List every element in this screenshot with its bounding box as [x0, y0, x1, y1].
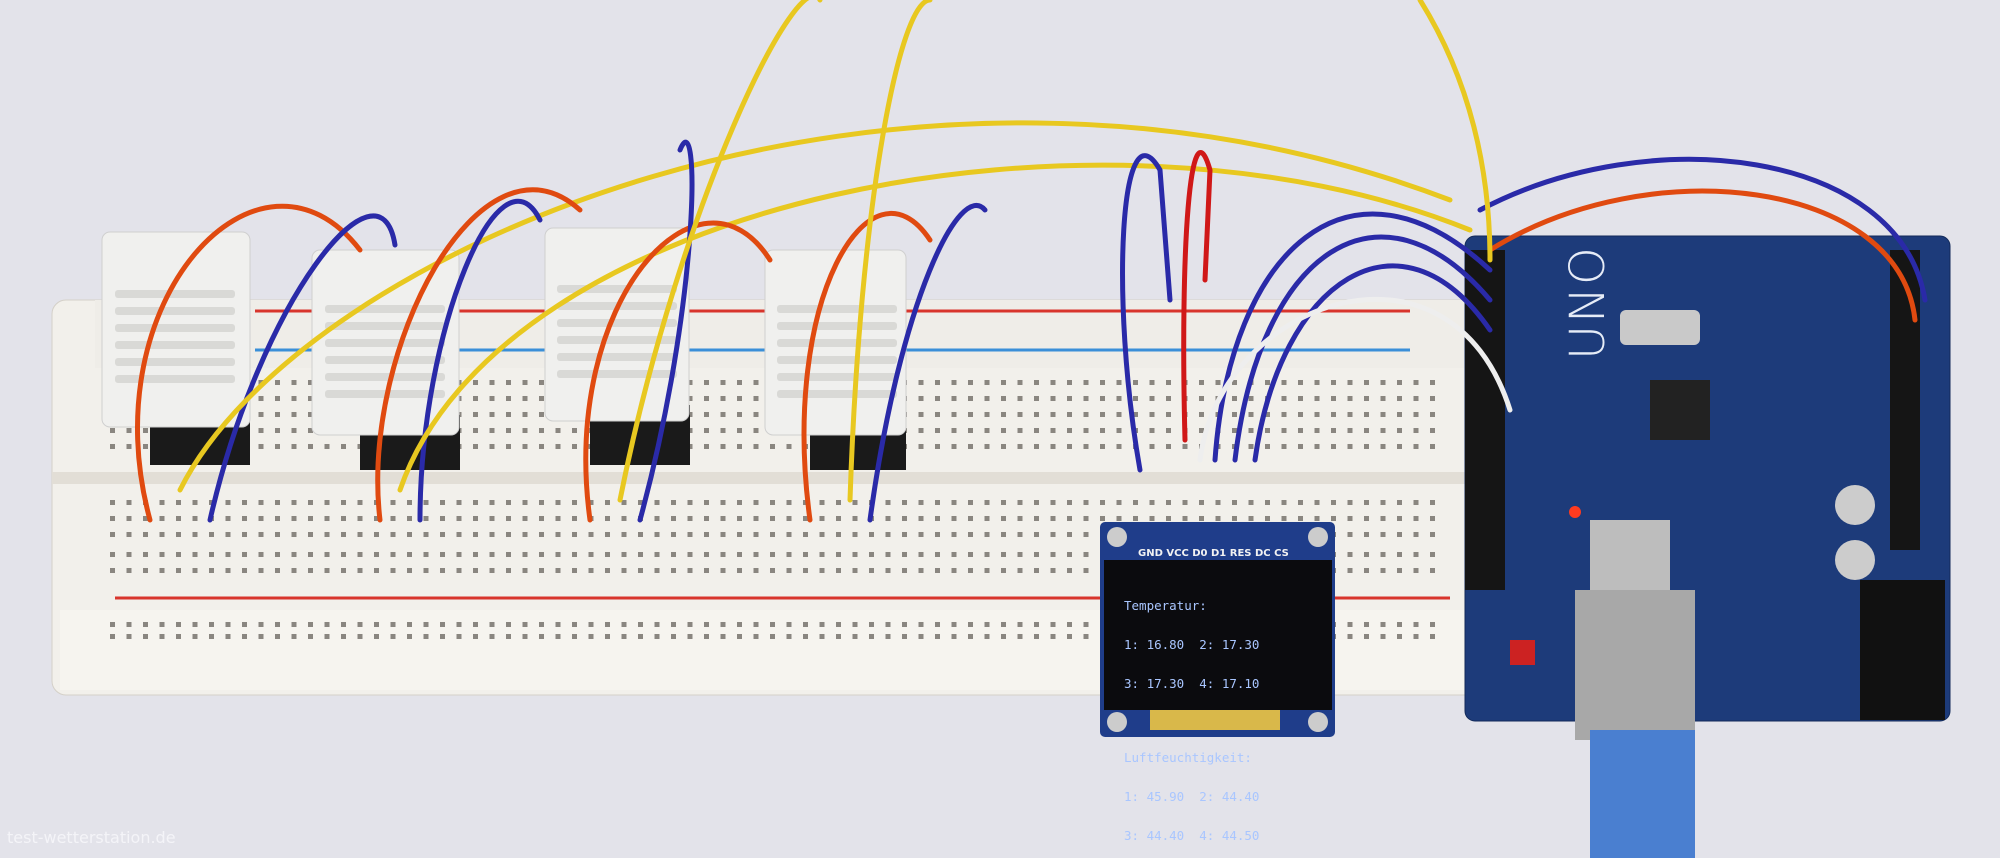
oled-humidity-heading: Luftfeuchtigkeit: [1124, 750, 1252, 765]
dht-sensor-3 [544, 227, 690, 465]
usb-cable [1575, 590, 1695, 858]
arduino-uno-board [1464, 235, 1951, 722]
power-led [1569, 506, 1581, 518]
arduino-uno-label: UNO [1560, 245, 1616, 360]
oled-display-module [1100, 522, 1335, 737]
reset-button[interactable] [1510, 640, 1535, 665]
watermark: test-wetterstation.de [7, 828, 176, 847]
oled-humidity-row-2: 3: 44.40 4: 44.50 [1124, 828, 1260, 843]
oled-pin-labels: GND VCC D0 D1 RES DC CS [1138, 548, 1289, 559]
oled-temperature-row-1: 1: 16.80 2: 17.30 [1124, 637, 1260, 652]
jumper-wires [135, 0, 1928, 523]
oled-temperature-row-2: 3: 17.30 4: 17.10 [1124, 676, 1260, 691]
oled-humidity-row-1: 1: 45.90 2: 44.40 [1124, 789, 1260, 804]
oled-temperature-heading: Temperatur: [1124, 598, 1207, 613]
oled-screen-text: Temperatur: 1: 16.80 2: 17.30 3: 17.30 4… [1124, 573, 1314, 855]
